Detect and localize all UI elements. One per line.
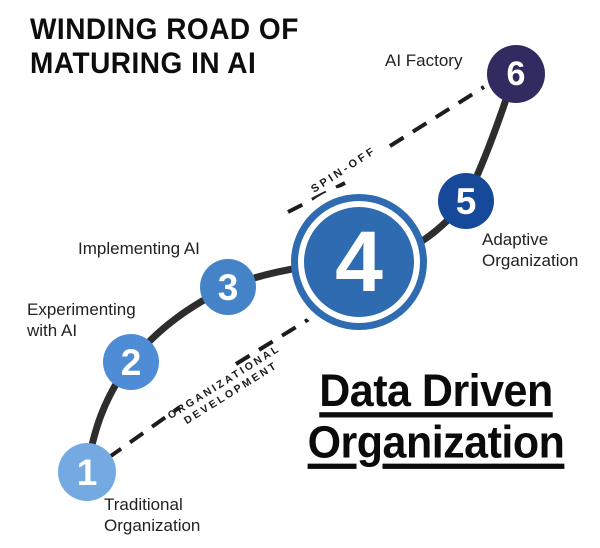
node-4-label-line-2: Organization [307,417,565,468]
spin-off-dashed-line-segment-2 [388,85,486,148]
node-1-label-line-2: Organization [104,516,201,535]
node-6-label: AI Factory [385,51,463,70]
node-1-circle: 1 [58,443,116,501]
node-6-number: 6 [506,55,526,93]
node-5-number: 5 [455,180,477,222]
node-4-inner-ring [298,201,420,323]
page-title: WINDING ROAD OF MATURING IN AI [30,12,299,80]
node-2-label-line-2: with AI [27,321,78,340]
node-5-label-line-1: Adaptive [482,230,549,249]
spin-off-dashed-line-segment-1 [287,181,346,214]
node-1-label-line-1: Traditional [104,495,183,514]
org-dev-dashed-line-segment-1 [106,405,182,460]
node-3-circle: 3 [200,259,256,315]
page-title-line-2: MATURING IN AI [30,46,257,80]
node-2-label-line-1: Experimenting [27,300,136,319]
node-4-number: 4 [335,214,383,310]
node-3-label: Implementing AI [78,239,200,258]
node-1-label: Traditional Organization [104,494,200,536]
node-2-label: Experimenting with AI [27,299,136,341]
node-6-circle: 6 [487,45,545,103]
page-title-line-1: WINDING ROAD OF [30,12,299,46]
node-4-label: Data Driven Organization [290,366,582,469]
node-5-label: Adaptive Organization [482,229,578,271]
node-2-circle: 2 [103,334,159,390]
node-2-number: 2 [120,341,142,383]
node-3-number: 3 [217,266,239,308]
node-4-label-line-1: Data Driven [319,366,553,417]
node-5-circle: 5 [438,173,494,229]
node-5-label-line-2: Organization [482,251,579,270]
node-1-number: 1 [76,451,98,493]
node-4-circle: 4 [291,194,427,330]
